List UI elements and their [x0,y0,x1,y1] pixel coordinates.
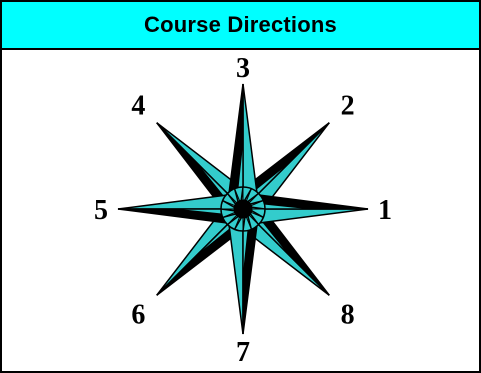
compass-rose-area: 2 4 6 8 1 3 5 7 [2,50,479,371]
direction-label-2: 2 [341,90,355,121]
direction-label-7: 7 [236,337,250,368]
compass-hub [221,187,265,231]
direction-label-5: 5 [94,195,108,226]
direction-label-6: 6 [131,300,145,331]
panel-title: Course Directions [144,12,337,38]
direction-label-3: 3 [236,53,250,84]
direction-label-4: 4 [131,90,145,121]
title-bar: Course Directions [2,2,479,50]
direction-label-1: 1 [378,195,392,226]
direction-label-8: 8 [341,300,355,331]
compass-rose: 2 4 6 8 1 3 5 7 [2,50,479,371]
